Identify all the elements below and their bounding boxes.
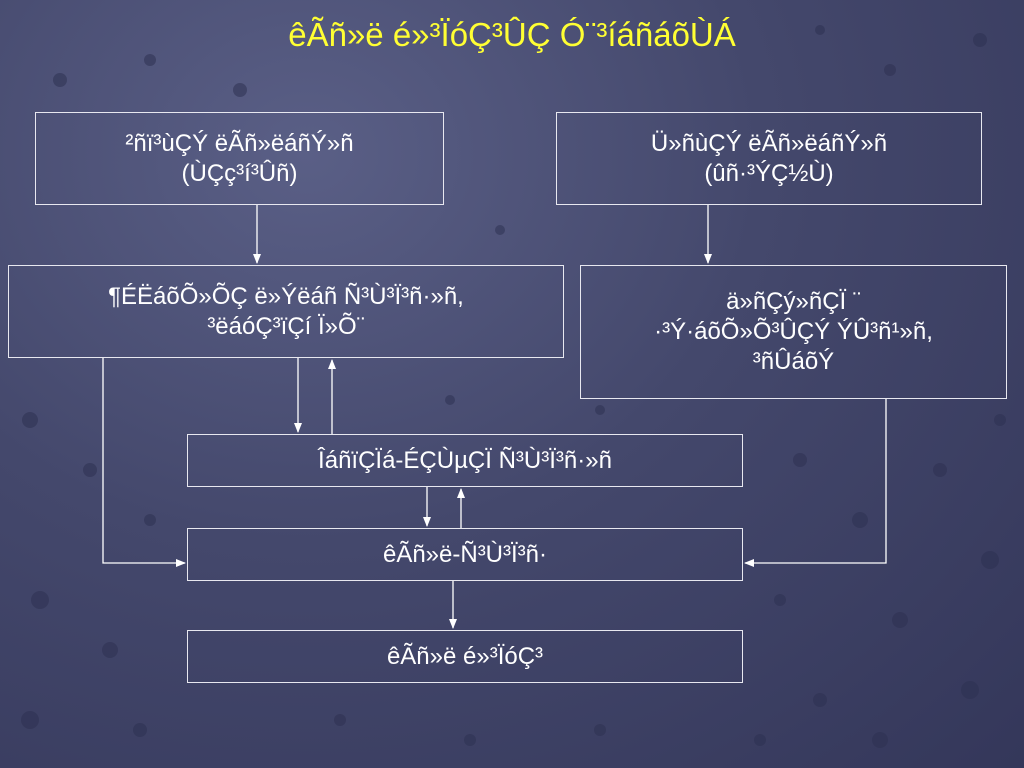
box-stress-reaction: êÃñ»ë é»³ÏóÇ³ [187,630,743,683]
box-cortico-limbic-system: ÎáñïÇÏá-ÉÇÙµÇÏ Ñ³Ù³Ï³ñ·»ñ [187,434,743,487]
box-brain-sensory-systems-label: ¶ÉËáõÕ»ÕÇ ë»Ýëáñ Ñ³Ù³Ï³ñ·»ñ, ³ëáóÇ³ïÇí Ï… [108,282,464,340]
box-internal-stressors-label: Ü»ñùÇÝ ëÃñ»ëáñÝ»ñ (ûñ·³ÝÇ½Ù) [650,129,888,187]
box-peripheral-nerves: ä»ñÇý»ñÇÏ ¨ ·³Ý·áõÕ»Õ³ÛÇÝ ÝÛ³ñ¹»ñ, ³ñÛáõ… [580,265,1007,399]
box-stress-system: êÃñ»ë-Ñ³Ù³Ï³ñ· [187,528,743,581]
box-brain-sensory-systems: ¶ÉËáõÕ»ÕÇ ë»Ýëáñ Ñ³Ù³Ï³ñ·»ñ, ³ëáóÇ³ïÇí Ï… [8,265,564,358]
arrow-b3-to-b6 [102,358,186,567]
box-stress-system-label: êÃñ»ë-Ñ³Ù³Ï³ñ· [382,540,548,568]
diagram-title: êÃñ»ë é»³ÏóÇ³ÛÇ Ó¨³íáñáõÙÁ [288,16,736,53]
box-cortico-limbic-system-label: ÎáñïÇÏá-ÉÇÙµÇÏ Ñ³Ù³Ï³ñ·»ñ [318,446,612,474]
box-external-stressors: ²ñï³ùÇÝ ëÃñ»ëáñÝ»ñ (ÙÇç³í³Ûñ) [35,112,444,205]
arrow-b4-to-b6 [744,399,887,567]
box-internal-stressors: Ü»ñùÇÝ ëÃñ»ëáñÝ»ñ (ûñ·³ÝÇ½Ù) [556,112,982,205]
box-external-stressors-label: ²ñï³ùÇÝ ëÃñ»ëáñÝ»ñ (ÙÇç³í³Ûñ) [125,129,354,187]
box-peripheral-nerves-label: ä»ñÇý»ñÇÏ ¨ ·³Ý·áõÕ»Õ³ÛÇÝ ÝÛ³ñ¹»ñ, ³ñÛáõ… [654,288,933,375]
box-stress-reaction-label: êÃñ»ë é»³ÏóÇ³ [386,642,544,670]
